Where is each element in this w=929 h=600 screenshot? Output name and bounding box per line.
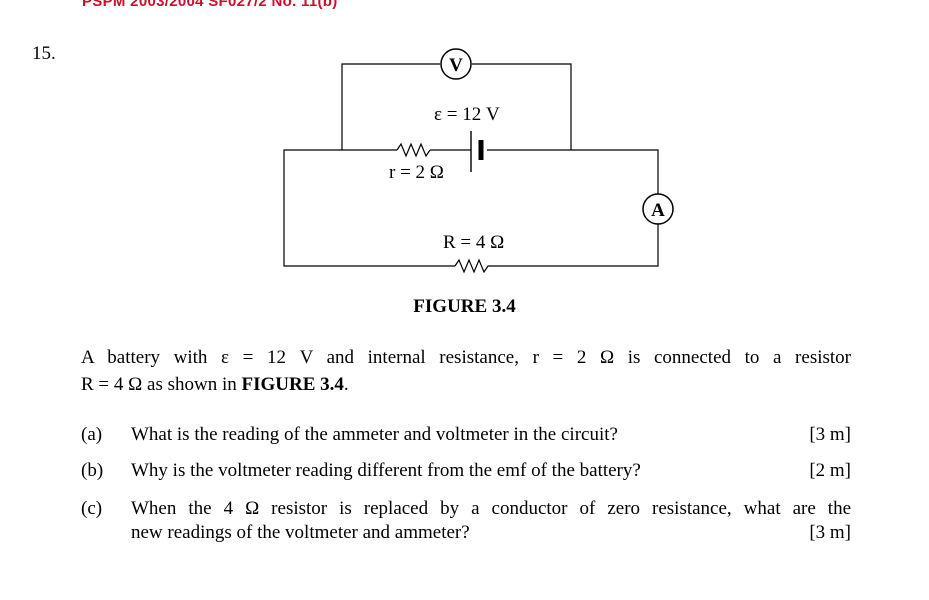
marks-allocation: [2 m] (809, 460, 851, 481)
voltmeter-branch (341, 63, 572, 150)
internal-resistor (396, 142, 431, 158)
exam-source-header: PSPM 2003/2004 SF027/2 No. 11(b) (82, 0, 338, 10)
external-resistor (454, 258, 490, 274)
main-circuit-wire (283, 149, 659, 267)
question-part-b: (b) Why is the voltmeter reading differe… (81, 460, 851, 487)
part-label: (a) (81, 424, 103, 445)
question-intro-line1: A battery with ε = 12 V and internal res… (81, 347, 851, 368)
part-label: (b) (81, 460, 104, 481)
part-text-line2: new readings of the voltmeter and ammete… (131, 522, 470, 543)
marks-allocation: [3 m] (809, 522, 851, 543)
circuit-diagram: V A ε = 12 V r = 2 Ω R = 4 Ω (283, 48, 674, 274)
external-resistance-label: R = 4 Ω (443, 232, 504, 253)
question-part-c: (c) When the 4 Ω resistor is replaced by… (81, 498, 851, 552)
battery-cell (470, 131, 484, 172)
voltmeter: V (440, 48, 472, 80)
part-text-line1: When the 4 Ω resistor is replaced by a c… (131, 498, 851, 519)
ammeter: A (642, 193, 674, 225)
part-label: (c) (81, 498, 103, 519)
intro-line2-suffix: . (343, 374, 349, 395)
ammeter-symbol: A (651, 200, 665, 221)
question-intro-line2: R = 4 Ω as shown in FIGURE 3.4. (81, 371, 851, 398)
question-part-a: (a) What is the reading of the ammeter a… (81, 424, 851, 451)
emf-label: ε = 12 V (434, 104, 500, 125)
question-number: 15. (32, 43, 56, 64)
intro-line2-prefix: R = 4 Ω as shown in (81, 374, 242, 395)
internal-resistance-label: r = 2 Ω (389, 162, 444, 183)
figure-caption: FIGURE 3.4 (413, 296, 516, 317)
figure-reference: FIGURE 3.4 (241, 374, 344, 395)
part-text: What is the reading of the ammeter and v… (131, 424, 618, 445)
marks-allocation: [3 m] (809, 424, 851, 445)
voltmeter-symbol: V (449, 55, 463, 76)
part-text: Why is the voltmeter reading different f… (131, 460, 641, 481)
